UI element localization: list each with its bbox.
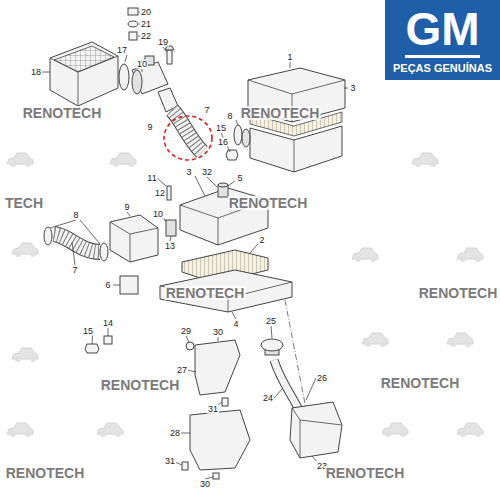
callout-number: 30	[212, 328, 224, 337]
callout-number: 15	[82, 327, 94, 336]
grommets	[85, 336, 112, 353]
callout-number: 20	[140, 8, 152, 17]
callout-number: 10	[136, 60, 148, 69]
callout-number: 19	[157, 38, 169, 47]
support-bracket	[195, 340, 240, 395]
watermark-text: RENOTECH	[165, 286, 246, 300]
watermark-text: RENOTECH	[380, 376, 461, 390]
watermark-text: RENOTECH	[100, 378, 181, 392]
callout-number: 28	[169, 429, 181, 438]
watermark-text: TECH	[4, 196, 44, 210]
hose-clamp	[234, 125, 242, 145]
nut	[186, 342, 194, 350]
callout-number: 31	[207, 405, 219, 414]
watermark-car	[7, 153, 483, 437]
callout-number: 29	[180, 327, 192, 336]
gasket	[166, 220, 176, 236]
callout-number: 4	[232, 320, 239, 329]
upper-cover	[180, 183, 268, 245]
bolt	[222, 398, 228, 406]
bracket	[120, 276, 138, 294]
callout-number: 26	[316, 374, 328, 383]
callout-number: 6	[104, 281, 111, 290]
callout-number: 15	[215, 124, 227, 133]
resonator-housing	[50, 42, 118, 106]
watermark-text: RENOTECH	[22, 106, 103, 120]
callout-number: 8	[226, 112, 233, 121]
callout-number: 3	[185, 168, 192, 177]
callout-number: 12	[154, 189, 166, 198]
bolt	[182, 462, 188, 470]
callout-number: 22	[140, 32, 152, 41]
callout-number: 30	[199, 480, 211, 489]
small-parts	[128, 8, 174, 64]
brand-tagline: PEÇAS GENUÍNAS	[393, 58, 492, 74]
callout-number: 32	[201, 168, 213, 177]
highlight-circle	[164, 116, 212, 160]
callout-number: 21	[140, 20, 152, 29]
air-cleaner-assembly	[242, 68, 345, 172]
clamps-and-hose	[44, 227, 108, 261]
screw	[167, 186, 171, 200]
clip	[213, 473, 219, 479]
callout-number: 10	[152, 210, 164, 219]
callout-number: 14	[102, 319, 114, 328]
seal-ring	[119, 64, 129, 90]
callout-number: 17	[116, 46, 128, 55]
callout-number: 25	[265, 317, 277, 326]
callout-number: 16	[217, 138, 229, 147]
watermark-text: RENOTECH	[5, 466, 86, 480]
lower-box	[160, 270, 292, 312]
callout-number: 18	[30, 68, 42, 77]
watermark-text: RENOTECH	[240, 106, 321, 120]
callout-number: 2	[258, 236, 265, 245]
watermark-text: RENOTECH	[325, 466, 406, 480]
grommet	[226, 150, 238, 160]
callout-number: 5	[236, 174, 243, 183]
callout-number: 9	[123, 203, 130, 212]
callout-number: 1	[286, 53, 293, 62]
leader-lines	[42, 12, 348, 479]
callout-number: 13	[164, 242, 176, 251]
callout-number: 24	[262, 394, 274, 403]
lower-bracket	[190, 410, 250, 470]
mass-air-flow-sensor	[132, 56, 168, 94]
callout-number: 31	[164, 457, 176, 466]
callout-number: 27	[176, 366, 188, 375]
callout-number: 8	[72, 211, 79, 220]
callout-number: 9	[146, 123, 153, 132]
resonator	[110, 215, 158, 262]
callout-number: 7	[203, 106, 210, 115]
reservoir	[261, 339, 342, 458]
callout-number: 11	[146, 174, 157, 183]
callout-number: 3	[349, 84, 356, 93]
callout-number: 7	[71, 266, 78, 275]
watermark-text: RENOTECH	[228, 196, 309, 210]
watermark-text: RENOTECH	[418, 286, 499, 300]
brand-logo-text: GM	[405, 6, 479, 58]
brand-badge: GMPEÇAS GENUÍNAS	[385, 0, 500, 80]
